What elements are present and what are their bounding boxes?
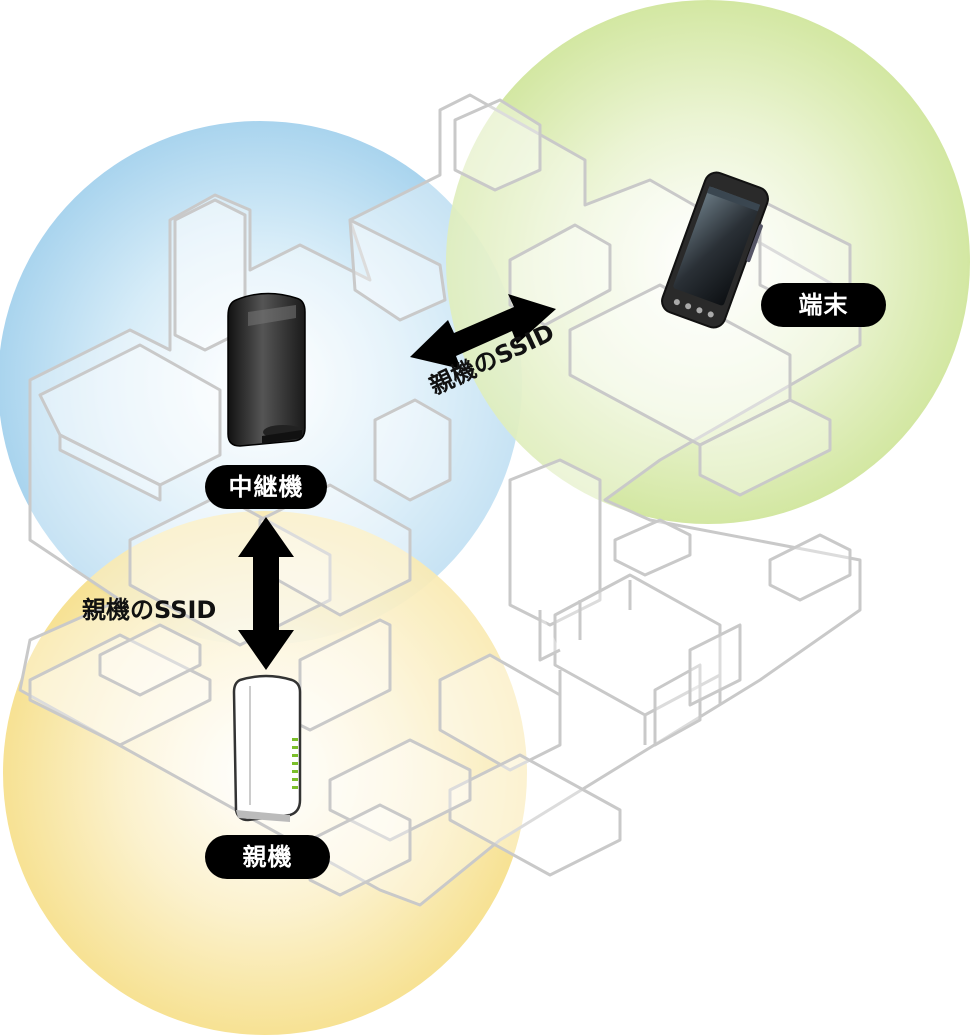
parent-router-icon [232,674,302,822]
house-floorplan [18,93,862,907]
repeater-terminal-double-arrow [410,294,556,369]
terminal-label: 端末 [761,283,886,327]
parent-repeater-double-arrow [238,517,294,670]
smartphone-icon [661,171,769,329]
ssid-link-label-lower: 親機のSSID [82,596,217,624]
repeater-router-icon [227,292,306,447]
parent-label: 親機 [205,835,330,879]
repeater-label: 中継機 [205,465,327,509]
